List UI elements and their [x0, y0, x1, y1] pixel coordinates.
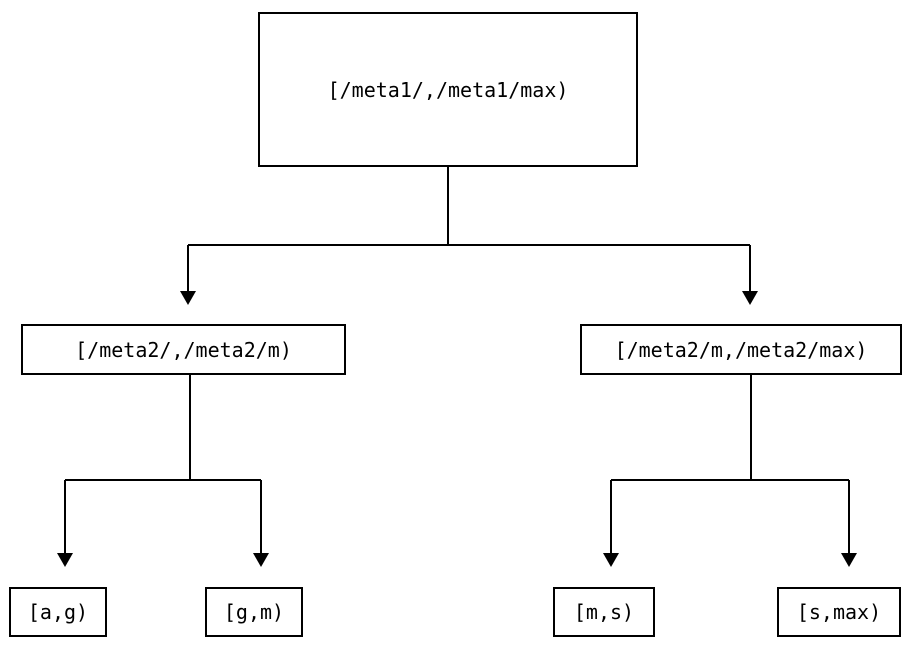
- arrowhead-to-leaf-a-g: [57, 553, 73, 567]
- tree-node-leaf-a-g[interactable]: [a,g): [9, 587, 107, 637]
- arrowhead-to-leaf-m-s: [603, 553, 619, 567]
- tree-node-leaf-s-max[interactable]: [s,max): [777, 587, 901, 637]
- tree-node-mid-right-label: [/meta2/m,/meta2/max): [614, 337, 868, 362]
- tree-node-leaf-a-g-label: [a,g): [27, 600, 89, 624]
- tree-node-leaf-m-s[interactable]: [m,s): [553, 587, 655, 637]
- tree-node-root-label: [/meta1/,/meta1/max): [327, 77, 569, 102]
- arrowhead-to-mid-right: [742, 291, 758, 305]
- tree-node-mid-left-label: [/meta2/,/meta2/m): [75, 337, 292, 362]
- tree-node-mid-right[interactable]: [/meta2/m,/meta2/max): [580, 324, 902, 375]
- tree-node-leaf-g-m[interactable]: [g,m): [205, 587, 303, 637]
- tree-node-root[interactable]: [/meta1/,/meta1/max): [258, 12, 638, 167]
- tree-node-leaf-g-m-label: [g,m): [223, 600, 285, 624]
- edge-group-mid-right: [603, 375, 857, 567]
- edge-group-root: [180, 167, 758, 305]
- edge-group-mid-left: [57, 375, 269, 567]
- tree-node-mid-left[interactable]: [/meta2/,/meta2/m): [21, 324, 346, 375]
- tree-node-leaf-s-max-label: [s,max): [796, 600, 882, 624]
- arrowhead-to-leaf-s-max: [841, 553, 857, 567]
- arrowhead-to-mid-left: [180, 291, 196, 305]
- arrowhead-to-leaf-g-m: [253, 553, 269, 567]
- tree-node-leaf-m-s-label: [m,s): [573, 600, 635, 624]
